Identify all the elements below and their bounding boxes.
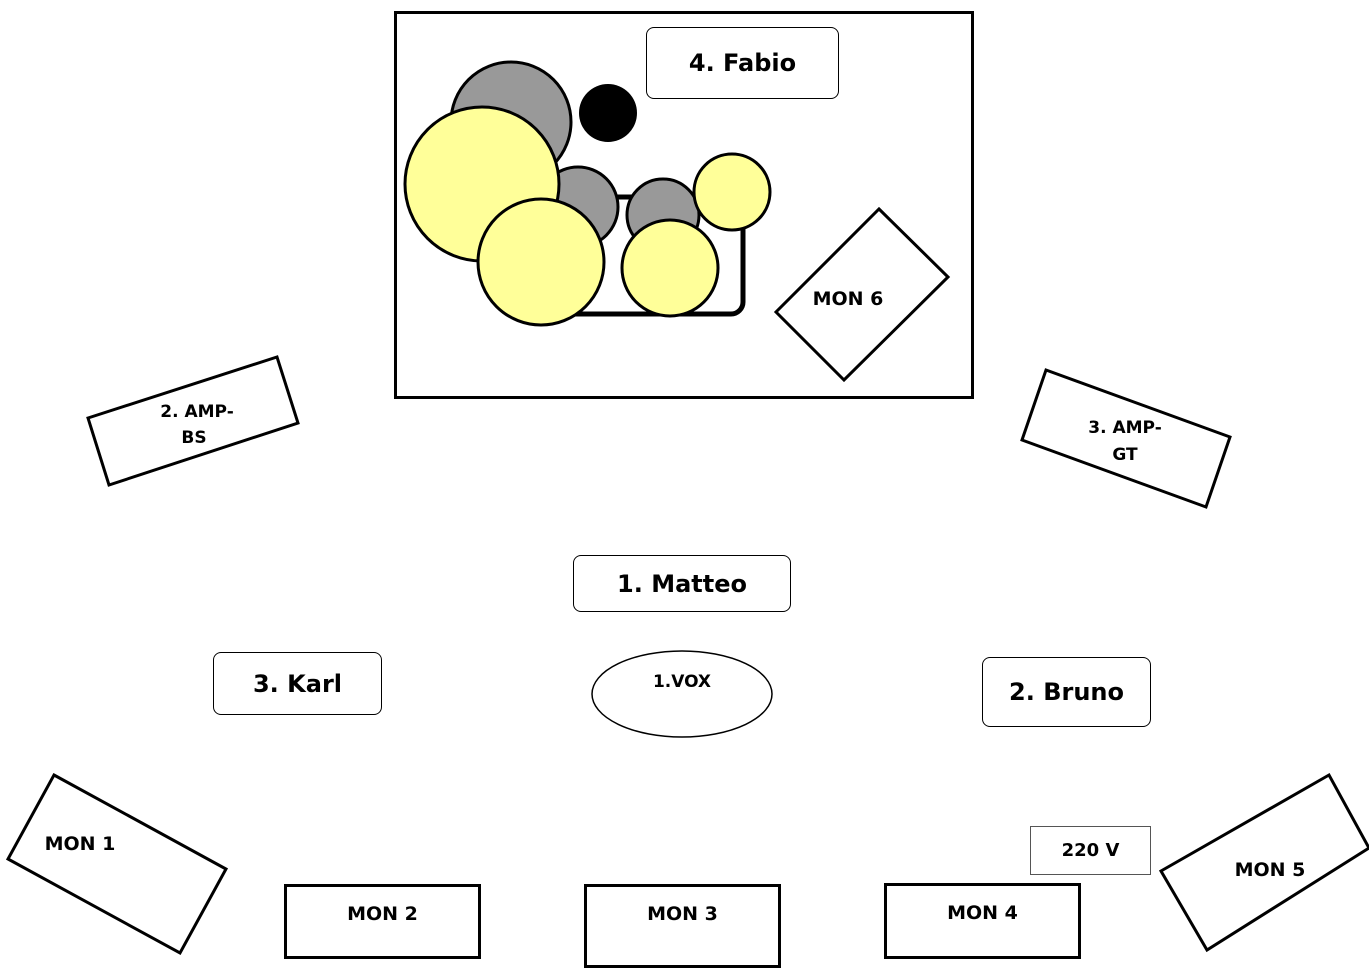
bass-amp <box>86 355 300 487</box>
drummer-label: 4. Fabio <box>646 27 839 99</box>
monitor-5-label: MON 5 <box>1235 859 1306 881</box>
singer-name: 1. Matteo <box>617 569 747 598</box>
monitor-1 <box>5 772 229 956</box>
guitar-player-name: 2. Bruno <box>1009 678 1124 706</box>
power-outlet-label: 220 V <box>1061 840 1120 861</box>
monitor-2-label: MON 2 <box>347 903 418 925</box>
hihat-cymbal <box>692 152 772 232</box>
crash-cymbal <box>476 197 606 327</box>
drummer-name: 4. Fabio <box>688 49 797 77</box>
bass-player-name: 3. Karl <box>252 669 343 698</box>
guitar-amp <box>1020 368 1232 509</box>
guitar-player-label: 2. Bruno <box>982 657 1151 727</box>
kick-pedal-dot <box>579 84 637 142</box>
power-outlet: 220 V <box>1030 826 1151 875</box>
monitor-2: MON 2 <box>284 884 481 959</box>
monitor-3-label: MON 3 <box>647 903 718 925</box>
guitar-amp-line2: GT <box>1112 445 1138 465</box>
monitor-4: MON 4 <box>884 883 1081 959</box>
snare-drum <box>620 218 720 318</box>
monitor-4-label: MON 4 <box>947 902 1018 924</box>
monitor-1-label: MON 1 <box>45 833 116 855</box>
monitor-5 <box>1158 772 1369 953</box>
drum-riser <box>394 11 974 399</box>
bass-player-label: 3. Karl <box>213 652 382 715</box>
bass-amp-line1: 2. AMP- <box>160 402 234 422</box>
guitar-amp-line1: 3. AMP- <box>1088 418 1162 438</box>
singer-label: 1. Matteo <box>573 555 791 612</box>
vox-mic-label: 1.VOX <box>653 672 711 692</box>
bass-amp-line2: BS <box>181 428 206 448</box>
monitor-6-label: MON 6 <box>813 288 884 310</box>
monitor-3: MON 3 <box>584 884 781 968</box>
